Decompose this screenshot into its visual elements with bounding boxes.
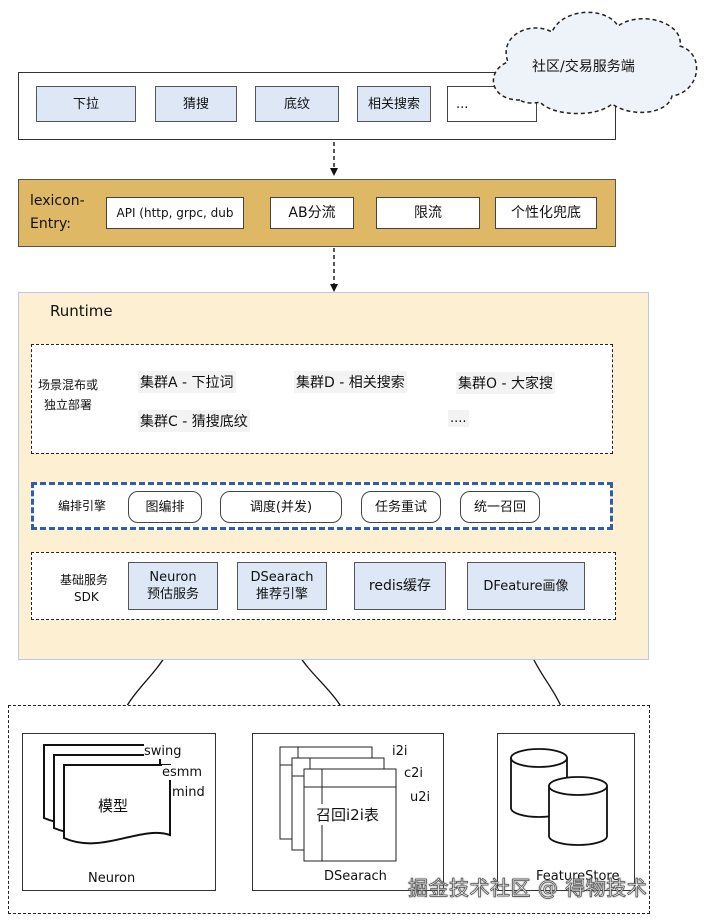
client-item-dropdown: 下拉 [36, 86, 136, 122]
sdk-neuron: Neuron 预估服务 [128, 562, 218, 610]
entry-item-rate-limit: 限流 [376, 197, 480, 229]
sdk-dsearach: DSearach 推荐引擎 [237, 562, 327, 610]
model-mind: mind [172, 785, 205, 800]
runtime-title: Runtime [50, 302, 113, 320]
client-item-related-search: 相关搜索 [357, 86, 431, 122]
sdk-neuron-line2: 预估服务 [146, 587, 199, 602]
deploy-label-line2: 独立部署 [44, 398, 93, 412]
cluster-more: .... [448, 410, 469, 427]
client-item-more: ... [447, 86, 537, 122]
model-esmm: esmm [162, 765, 203, 780]
orch-item-recall: 统一召回 [460, 491, 540, 523]
entry-title-line2: Entry: [30, 216, 71, 232]
orch-item-retry: 任务重试 [361, 491, 441, 523]
entry-item-api: API (http, grpc, dub [106, 197, 244, 229]
entry-item-ab-split: AB分流 [270, 197, 354, 229]
table-i2i: i2i [392, 744, 408, 759]
dsearach-caption: DSearach [324, 869, 387, 884]
sdk-dsearach-line2: 推荐引擎 [255, 587, 308, 602]
sdk-redis: redis缓存 [354, 562, 446, 610]
model-swing: swing [144, 744, 182, 759]
orch-item-graph: 图编排 [128, 491, 202, 523]
table-c2i: c2i [404, 766, 424, 781]
neuron-caption: Neuron [88, 871, 136, 886]
cluster-c: 集群C - 猜搜底纹 [138, 410, 250, 432]
orch-item-schedule: 调度(并发) [220, 491, 342, 523]
sdk-dsearach-line1: DSearach [250, 570, 314, 585]
feature-caption: FeatureStore [536, 869, 620, 884]
cluster-a: 集群A - 下拉词 [138, 371, 236, 393]
entry-item-personal-fallback: 个性化兜底 [495, 197, 597, 229]
table-u2i: u2i [410, 790, 431, 805]
cloud-label: 社区/交易服务端 [532, 59, 635, 75]
sdk-label-line1: 基础服务 [60, 573, 109, 587]
deploy-label-line1: 场景混布或 [38, 378, 99, 392]
cluster-d: 集群D - 相关搜索 [294, 371, 407, 393]
deploy-section [31, 344, 613, 454]
sdk-dfeature: DFeature画像 [467, 562, 585, 610]
cluster-o: 集群O - 大家搜 [456, 372, 555, 394]
sdk-label-line2: SDK [74, 590, 99, 604]
model-label: 模型 [98, 797, 129, 815]
client-item-guess-search: 猜搜 [155, 86, 237, 122]
watermark: 掘金技术社区 @ 得物技术 [408, 876, 648, 901]
client-item-shading: 底纹 [255, 86, 339, 122]
sdk-neuron-line1: Neuron [149, 570, 197, 585]
orchestration-label: 编排引擎 [58, 499, 107, 513]
table-label: 召回i2i表 [316, 804, 379, 825]
feature-caption-clip: FeatureStore [498, 864, 634, 890]
entry-title-line1: lexicon- [30, 193, 85, 209]
